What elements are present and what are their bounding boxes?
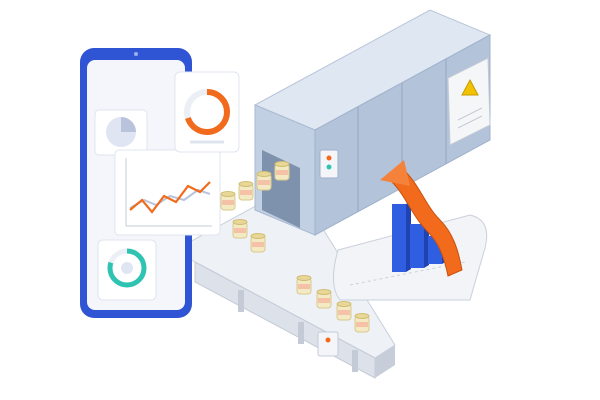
line-chart-panel — [114, 149, 221, 236]
jar — [250, 233, 266, 253]
machine-control-panel — [319, 149, 339, 179]
growth-bar — [410, 224, 424, 268]
growth-bar-side — [424, 221, 429, 268]
electrical-box-slot — [457, 115, 483, 129]
warning-triangle-icon — [461, 78, 479, 96]
conveyor-leg — [352, 350, 358, 372]
chart-line-primary — [129, 181, 211, 214]
electrical-box-slot — [457, 107, 483, 121]
line-chart-card — [114, 149, 221, 236]
conveyor-end — [375, 345, 395, 378]
growth-arrow-head — [380, 160, 410, 186]
orange-donut-card — [174, 71, 240, 153]
conveyor-control-box — [317, 331, 339, 357]
jar — [336, 301, 352, 321]
jar — [232, 219, 248, 239]
teal-donut-card — [97, 239, 157, 301]
jar — [296, 275, 312, 295]
conveyor-leg — [298, 322, 304, 344]
jar — [316, 289, 332, 309]
machine-opening — [262, 150, 300, 228]
growth-arrow — [387, 167, 463, 277]
control-light — [325, 337, 331, 343]
jar — [256, 171, 272, 191]
pie-chart-icon — [106, 117, 136, 147]
jar — [274, 161, 290, 181]
donut-card-panel — [174, 71, 240, 153]
jar — [354, 313, 370, 333]
jar — [238, 181, 254, 201]
electrical-box — [447, 57, 491, 146]
panel-button — [326, 164, 332, 170]
panel-button — [326, 155, 332, 161]
growth-bar-chart — [333, 160, 488, 301]
packaging-machine — [253, 9, 492, 236]
growth-bar — [392, 204, 406, 272]
conveyor-leg — [238, 290, 244, 312]
jar — [220, 191, 236, 211]
donut-center — [121, 262, 133, 274]
donut-chart-icon — [107, 248, 147, 288]
phone-camera — [134, 52, 138, 56]
donut-chart-icon — [184, 89, 230, 135]
growth-bar-side — [406, 201, 411, 272]
